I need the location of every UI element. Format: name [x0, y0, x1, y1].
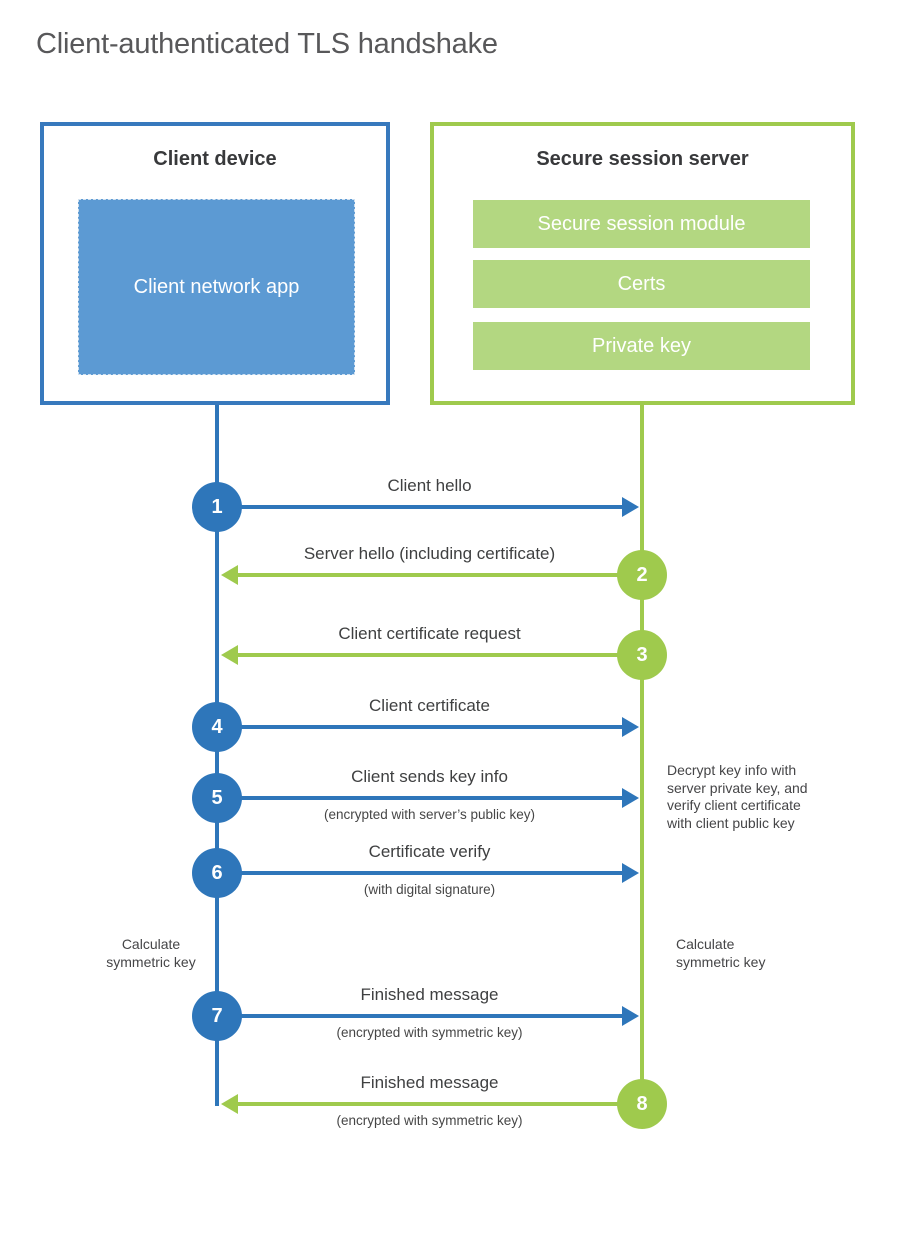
client-device-box: Client device Client network app: [40, 122, 390, 405]
page-title: Client-authenticated TLS handshake: [36, 28, 498, 60]
arrowhead-icon-3: [221, 645, 238, 665]
client-device-title: Client device: [153, 148, 277, 170]
step-badge-8: 8: [617, 1079, 667, 1129]
arrowhead-icon-4: [622, 717, 639, 737]
arrowhead-icon-8: [221, 1094, 238, 1114]
message-subtext-5: (encrypted with server’s public key): [323, 807, 536, 822]
calculate-symmetric-key-note-client: Calculate symmetric key: [106, 936, 196, 970]
message-arrow-line-2: [237, 573, 642, 577]
message-arrow-line-7: [217, 1014, 622, 1018]
step-badge-6: 6: [192, 848, 242, 898]
message-label-3: Client certificate request: [338, 624, 521, 643]
arrowhead-icon-2: [221, 565, 238, 585]
calculate-symmetric-key-note-server: Calculate symmetric key: [676, 936, 766, 970]
message-label-4: Client certificate: [369, 696, 490, 715]
step-badge-5: 5: [192, 773, 242, 823]
arrowhead-icon-1: [622, 497, 639, 517]
message-label-8: Finished message: [360, 1073, 499, 1092]
secure-session-server-title: Secure session server: [536, 148, 749, 170]
client-lifeline: [215, 405, 219, 1106]
decrypt-note: Decrypt key info with server private key…: [667, 762, 808, 831]
step-badge-3: 3: [617, 630, 667, 680]
message-subtext-7: (encrypted with symmetric key): [336, 1025, 523, 1040]
step-badge-2: 2: [617, 550, 667, 600]
client-network-app-label: Client network app: [133, 276, 300, 298]
arrowhead-icon-7: [622, 1006, 639, 1026]
message-label-5: Client sends key info: [351, 767, 508, 786]
client-network-app-box: Client network app: [78, 199, 355, 375]
message-label-7: Finished message: [360, 985, 499, 1004]
secure-session-server-box: Secure session server Secure session mod…: [430, 122, 855, 405]
message-arrow-line-8: [237, 1102, 642, 1106]
step-badge-4: 4: [192, 702, 242, 752]
message-subtext-8: (encrypted with symmetric key): [336, 1113, 523, 1128]
message-arrow-line-4: [217, 725, 622, 729]
message-label-1: Client hello: [387, 476, 472, 495]
message-arrow-line-1: [217, 505, 622, 509]
message-label-6: Certificate verify: [368, 842, 491, 861]
message-arrow-line-6: [217, 871, 622, 875]
server-lifeline: [640, 405, 644, 1105]
message-label-2: Server hello (including certificate): [303, 544, 556, 563]
message-arrow-line-3: [237, 653, 642, 657]
private-key-bar: Private key: [473, 322, 810, 370]
step-badge-1: 1: [192, 482, 242, 532]
certs-bar: Certs: [473, 260, 810, 308]
arrowhead-icon-6: [622, 863, 639, 883]
message-subtext-6: (with digital signature): [363, 882, 496, 897]
step-badge-7: 7: [192, 991, 242, 1041]
arrowhead-icon-5: [622, 788, 639, 808]
secure-session-module-bar: Secure session module: [473, 200, 810, 248]
message-arrow-line-5: [217, 796, 622, 800]
